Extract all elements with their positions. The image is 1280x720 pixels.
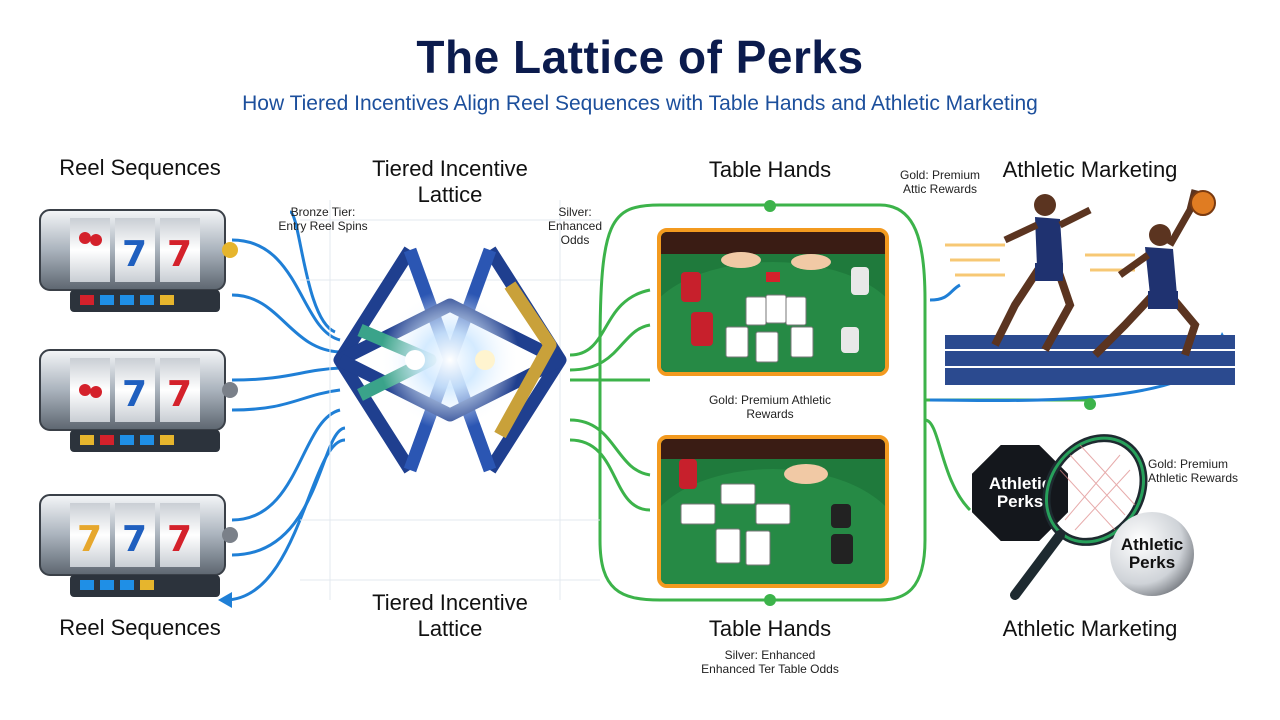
gold-tier-label-top: Gold: Premium Attic Rewards [899, 168, 981, 196]
athletic-perks-ball-label: Athletic Perks [1120, 535, 1184, 572]
gold-tier-label-mid: Gold: Premium Athletic Rewards [708, 393, 832, 421]
poker-table-panel-bottom [657, 435, 889, 588]
blue-flow-lines [224, 210, 346, 602]
athletes-illustration [945, 189, 1235, 385]
lattice-column-heading: Tiered Incentive Lattice [372, 156, 528, 207]
athletic-column-footer: Athletic Marketing [1002, 616, 1178, 641]
slot-machine-icon: 7 7 7 [39, 494, 238, 597]
athletic-perks-badge-label: Athletic Perks [988, 474, 1052, 511]
runner-icon [1092, 189, 1200, 358]
table-column-footer: Table Hands [708, 616, 832, 641]
poker-table-icon [661, 439, 885, 584]
poker-table-panel-top [657, 228, 889, 376]
runner-icon [991, 194, 1092, 352]
page-subtitle: How Tiered Incentives Align Reel Sequenc… [242, 92, 1038, 115]
silver-bottom-line2: Enhanced Ter Table Odds [701, 662, 839, 676]
silver-bottom-line1: Silver: Enhanced [724, 648, 816, 662]
slot-machine-icon: 7 7 [39, 209, 238, 312]
slot-machines: 7 7 7 7 7 7 7 [39, 209, 238, 597]
slot-machine-icon: 7 7 [39, 349, 238, 452]
soccer-ball-icon: Athletic Perks [1110, 512, 1194, 596]
gold-tier-label-right: Gold: Premium Athletic Rewards [1148, 457, 1239, 485]
lattice-column-footer: Tiered Incentive Lattice [372, 590, 528, 641]
svg-text:7: 7 [122, 519, 147, 560]
reel-column-heading: Reel Sequences [59, 155, 221, 180]
athletic-column-heading: Athletic Marketing [1002, 157, 1178, 182]
green-flow-lines [569, 203, 1090, 602]
poker-table-icon [661, 232, 885, 372]
svg-text:7: 7 [167, 234, 192, 275]
basketball-icon [1190, 190, 1216, 216]
bronze-tier-label: Bronze Tier: Entry Reel Spins [278, 205, 368, 233]
silver-tier-label-bottom: Silver: Enhanced Enhanced Ter Table Odds [680, 648, 860, 676]
svg-text:7: 7 [167, 374, 192, 415]
silver-tier-label: Silver: Enhanced Odds [547, 205, 603, 247]
reel-column-footer: Reel Sequences [59, 615, 221, 640]
svg-text:7: 7 [167, 519, 192, 560]
svg-text:7: 7 [122, 374, 147, 415]
page-title: The Lattice of Perks [416, 31, 864, 83]
svg-text:7: 7 [122, 234, 147, 275]
table-column-heading: Table Hands [708, 157, 832, 182]
lattice-icon [333, 246, 567, 474]
svg-text:7: 7 [77, 519, 102, 560]
